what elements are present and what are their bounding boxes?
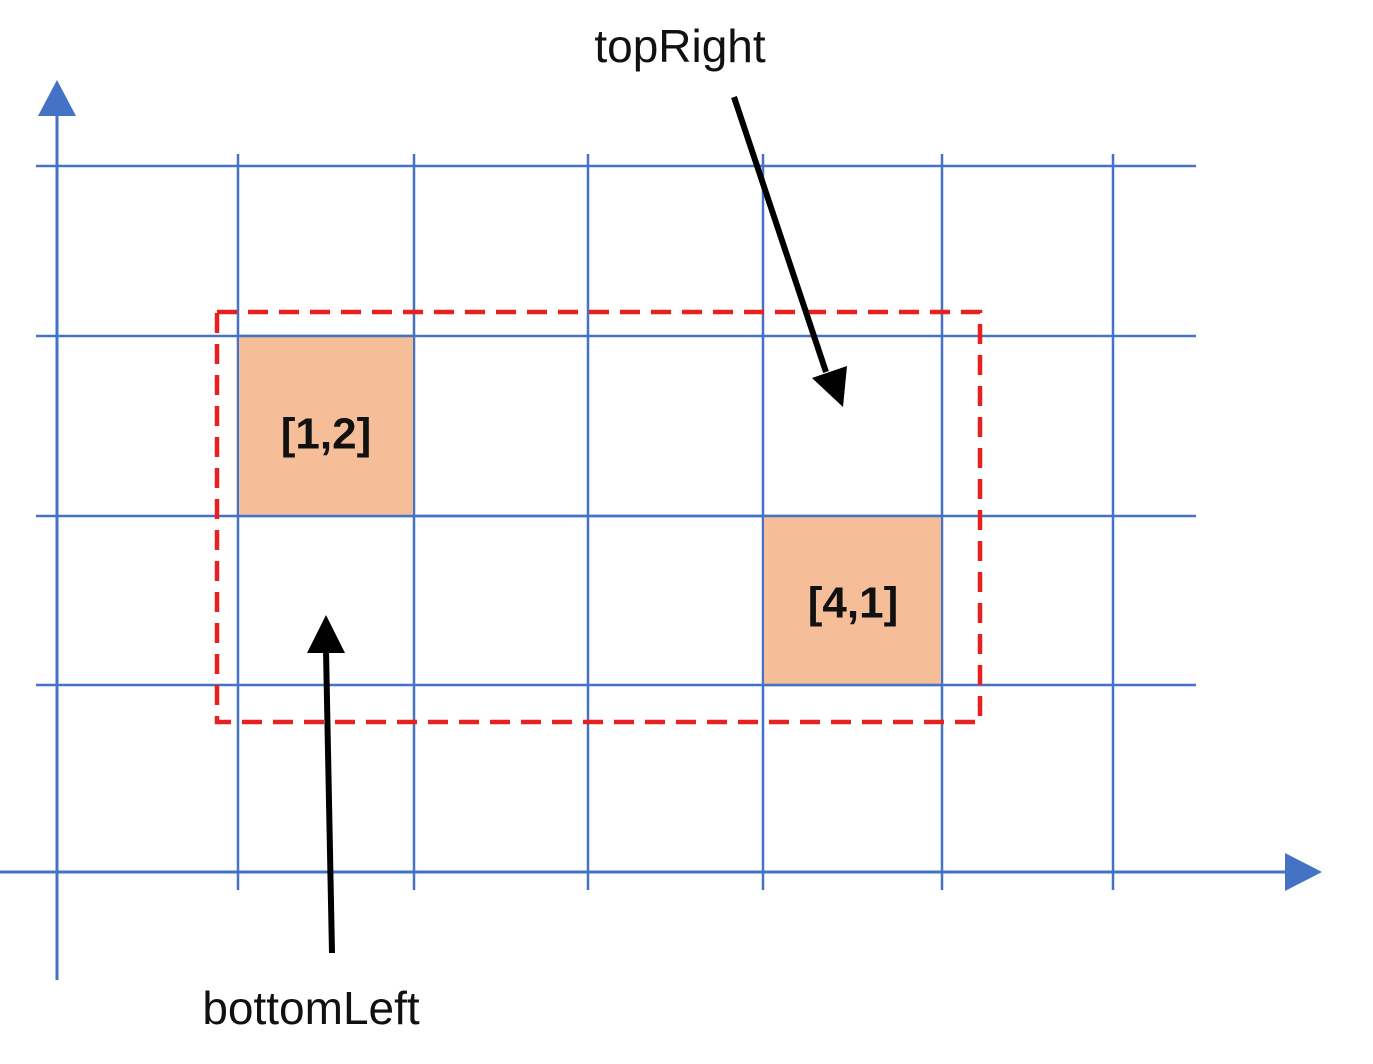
bottom-left-arrowhead <box>307 615 345 653</box>
cell-label-1-2: [1,2] <box>281 410 371 459</box>
x-axis-arrowhead <box>1285 853 1322 891</box>
cells: [1,2] [4,1] <box>239 337 941 684</box>
grid-lines <box>36 154 1196 890</box>
bottom-left-pointer <box>307 615 345 954</box>
top-right-arrow-shaft <box>731 96 829 373</box>
top-right-arrowhead <box>812 366 847 407</box>
bottom-left-label: bottomLeft <box>202 982 420 1034</box>
cell-4-1 <box>764 517 941 684</box>
bottom-left-arrow-shaft <box>323 649 335 954</box>
axes <box>0 80 1322 980</box>
grid-overlay <box>238 334 942 687</box>
top-right-pointer <box>731 96 847 407</box>
cell-1-2 <box>239 337 413 515</box>
selection-rectangle <box>214 309 983 725</box>
cell-label-4-1: [4,1] <box>808 579 898 628</box>
top-right-label: topRight <box>594 20 766 72</box>
y-axis-arrowhead <box>38 80 76 116</box>
